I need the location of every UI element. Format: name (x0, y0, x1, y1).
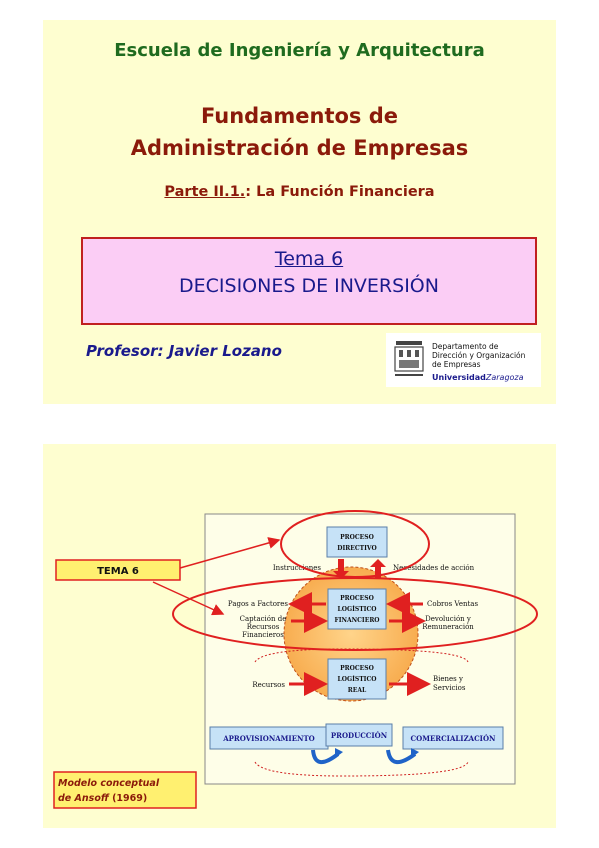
directivo-line2: DIRECTIVO (337, 545, 376, 552)
course-title-line1: Fundamentos de (200, 104, 399, 128)
dept-line2: Dirección y Organización (432, 351, 526, 360)
real-line1: PROCESO (340, 665, 374, 672)
university-name: UniversidadZaragoza (432, 373, 524, 382)
tema6-label-box (55, 559, 181, 581)
necesidades-label: Necesidades de acción (393, 564, 475, 572)
captacion-line3: Financieros (242, 631, 284, 639)
model-note-year: (1969) (109, 793, 147, 804)
model-note-line1: Modelo conceptual (58, 778, 160, 789)
financiero-line2: LOGÍSTICO (338, 606, 377, 613)
course-title: Fundamentos de Administración de Empresa… (43, 100, 556, 164)
financiero-line3: FINANCIERO (334, 617, 379, 624)
tema-title: Tema 6 (274, 248, 344, 270)
captacion-line2: Recursos (247, 623, 280, 631)
ansoff-diagram: PROCESO DIRECTIVO Instrucciones Necesida… (53, 510, 538, 809)
pointer-line-directivo (179, 537, 281, 569)
part-subtitle: Parte II.1.: La Función Financiera (43, 184, 556, 200)
curved-arrow-right-head (411, 748, 419, 758)
comercializacion-label: COMERCIALIZACIÓN (411, 734, 497, 743)
proceso-directivo-box (326, 526, 388, 558)
financiero-line1: PROCESO (340, 595, 374, 602)
title-slide: Escuela de Ingeniería y Arquitectura Fun… (43, 20, 556, 404)
proceso-real-box (327, 658, 387, 700)
directivo-line1: PROCESO (340, 534, 374, 541)
instrucciones-label: Instrucciones (273, 564, 321, 572)
department-name: Departamento de Dirección y Organización… (432, 342, 525, 369)
devolucion-line1: Devolución y (425, 615, 471, 623)
dept-line3: de Empresas (432, 360, 481, 369)
real-line3: REAL (348, 687, 367, 694)
university-name-b: Zaragoza (485, 373, 524, 382)
university-shield-icon (394, 341, 424, 376)
pointer-line-financiero (152, 581, 225, 616)
tema-box: Tema 6 DECISIONES DE INVERSIÓN (81, 237, 537, 325)
ansoff-model-slide: PROCESO DIRECTIVO Instrucciones Necesida… (43, 444, 556, 828)
up-arrow-necesidades (370, 559, 386, 579)
course-title-line2: Administración de Empresas (130, 136, 469, 160)
model-note-line2: de Ansoff (1969) (58, 793, 147, 804)
bienes-line2: Servicios (433, 684, 466, 692)
highlight-ellipse-financiero (172, 577, 538, 651)
school-name: Escuela de Ingeniería y Arquitectura (114, 40, 485, 61)
professor-name: Profesor: Javier Lozano (86, 342, 282, 360)
bienes-line1: Bienes y (433, 675, 463, 683)
part-rest: : La Función Financiera (245, 184, 435, 200)
model-note-box (53, 771, 197, 809)
pagos-label: Pagos a Factores (228, 600, 288, 608)
proceso-financiero-box (327, 588, 387, 630)
captacion-line1: Captación de (240, 615, 287, 623)
aprovisionamiento-label: APROVISIONAMIENTO (222, 734, 315, 743)
part-label: Parte II.1. (164, 184, 246, 200)
produccion-label: PRODUCCIÓN (331, 731, 388, 740)
comercializacion-box (402, 726, 504, 750)
real-line2: LOGÍSTICO (338, 676, 377, 683)
devolucion-line2: Remuneración (422, 623, 474, 631)
cobros-label: Cobros Ventas (427, 600, 478, 608)
dept-line1: Departamento de (432, 342, 499, 351)
model-note-author: de Ansoff (58, 793, 110, 804)
dotted-loop-bottom (254, 761, 469, 777)
curved-arrow-left-head (335, 748, 343, 758)
university-name-a: Universidad (432, 373, 486, 382)
tema6-label: TEMA 6 (97, 566, 139, 577)
curved-arrow-left (311, 749, 340, 764)
recursos-label: Recursos (252, 681, 285, 689)
down-arrow-instrucciones (333, 559, 349, 579)
department-logo: Departamento de Dirección y Organización… (386, 333, 541, 387)
produccion-box (325, 723, 393, 747)
tema-subtitle: DECISIONES DE INVERSIÓN (179, 275, 439, 297)
